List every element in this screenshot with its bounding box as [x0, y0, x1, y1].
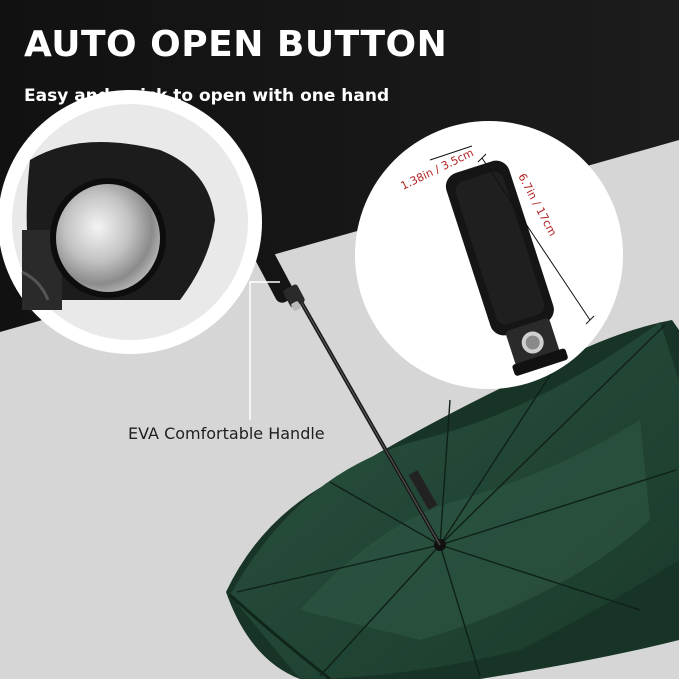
auto-open-button-closeup — [0, 90, 262, 354]
umbrella-shaft — [298, 299, 442, 546]
page-title: AUTO OPEN BUTTON — [24, 24, 448, 65]
handle-closeup: 1.38in / 3.5cm 6.7in / 17cm — [355, 121, 623, 389]
page-subtitle: Easy and quick to open with one hand — [24, 86, 390, 106]
umbrella-handle — [253, 245, 305, 311]
button-icon — [56, 184, 160, 292]
open-umbrella — [226, 320, 679, 679]
handle-callout-label: EVA Comfortable Handle — [128, 424, 325, 443]
length-dim-line — [481, 157, 591, 321]
handle-callout-line — [249, 281, 280, 420]
diameter-dim-line — [429, 145, 473, 161]
